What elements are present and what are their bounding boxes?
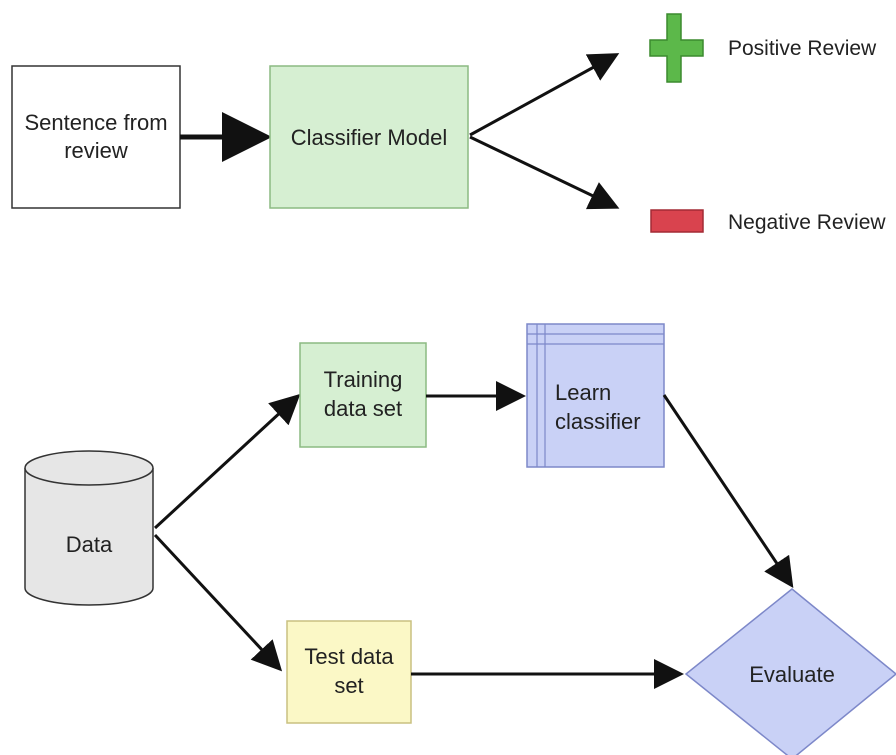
test-line1: Test data — [304, 644, 394, 669]
learn-classifier-box: Learn classifier — [526, 323, 665, 468]
data-label: Data — [66, 532, 113, 557]
training-data-set-box: Training data set — [299, 342, 427, 448]
arrow-data-to-test — [153, 533, 283, 672]
arrow-to-negative — [469, 135, 620, 210]
evaluate-diamond: Evaluate — [684, 588, 896, 755]
positive-review-label: Positive Review — [728, 37, 877, 60]
arrow-learn-to-evaluate — [662, 394, 794, 588]
learn-line1: Learn — [555, 380, 611, 405]
classifier-model-box: Classifier Model — [269, 65, 469, 209]
classifier-model-label: Classifier Model — [291, 125, 448, 150]
data-cylinder: Data — [24, 450, 154, 606]
sentence-box-line1: Sentence from — [24, 110, 167, 135]
arrow-data-to-training — [153, 393, 301, 530]
training-line1: Training — [324, 367, 403, 392]
test-data-set-box: Test data set — [286, 620, 412, 724]
test-line2: set — [334, 673, 363, 698]
arrow-to-positive — [469, 53, 620, 137]
classifier-model-shape — [269, 65, 469, 209]
negative-review-label: Negative Review — [728, 211, 886, 234]
training-line2: data set — [324, 396, 402, 421]
learn-line2: classifier — [555, 409, 641, 434]
sentence-box-line2: review — [64, 138, 128, 163]
plus-icon — [649, 13, 704, 83]
sentence-box: Sentence from review — [11, 65, 181, 209]
red-bar-icon — [650, 209, 704, 233]
evaluate-label: Evaluate — [749, 662, 835, 687]
